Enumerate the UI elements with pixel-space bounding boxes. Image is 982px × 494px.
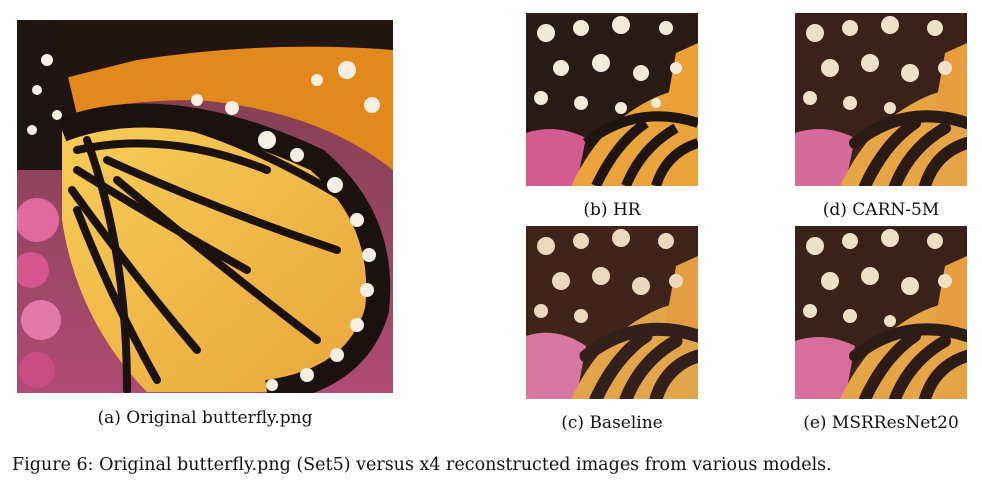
original-butterfly-image: [17, 20, 393, 393]
caption-original: (a) Original butterfly.png: [97, 408, 313, 428]
caption-hr: (b) HR: [583, 200, 641, 220]
msrresnet20-crop-image: [795, 226, 967, 399]
carn-5m-crop-image: [795, 13, 967, 186]
figure-caption: Figure 6: Original butterfly.png (Set5) …: [12, 455, 832, 475]
hr-crop-image: [526, 13, 698, 186]
caption-baseline: (c) Baseline: [561, 413, 663, 433]
caption-carn-5m: (d) CARN-5M: [822, 200, 940, 220]
baseline-crop-image: [526, 226, 698, 399]
caption-msrresnet20: (e) MSRResNet20: [803, 413, 959, 433]
